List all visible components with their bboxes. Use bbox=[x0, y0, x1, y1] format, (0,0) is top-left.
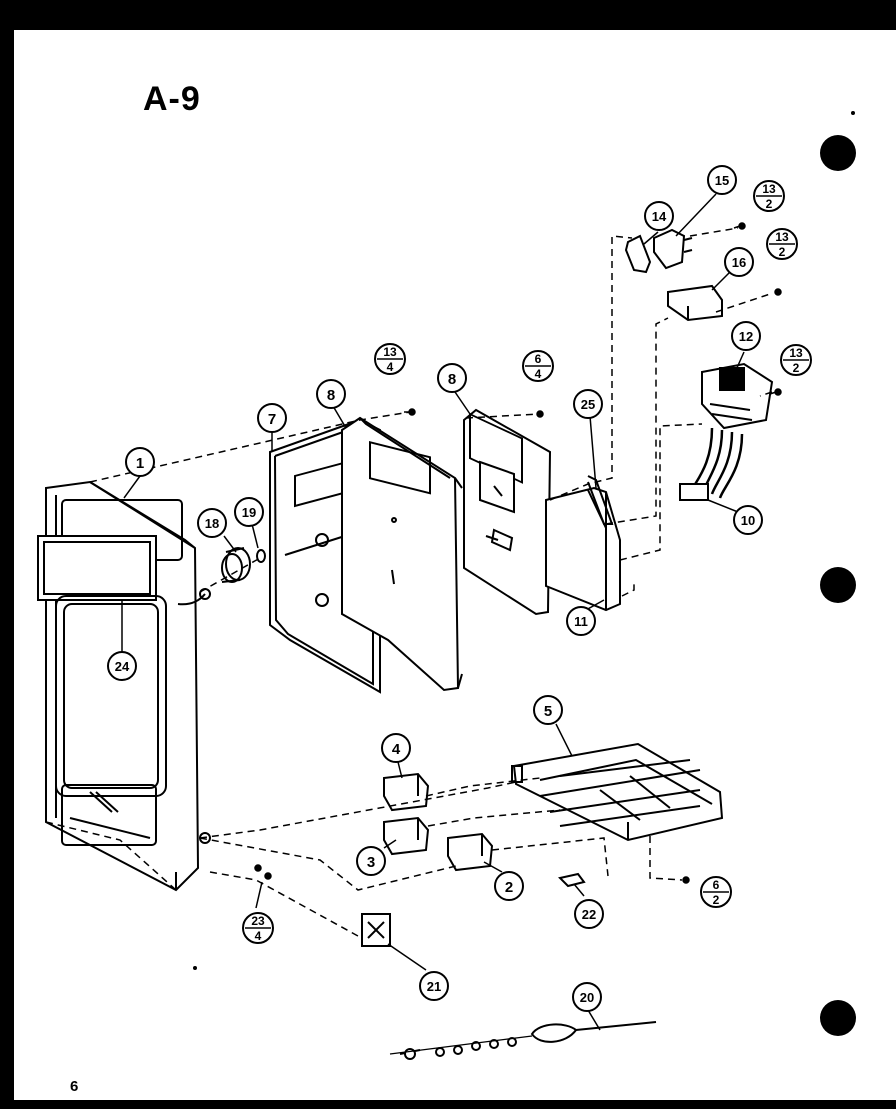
callout-12: 12 bbox=[731, 321, 761, 351]
callout-20: 20 bbox=[572, 982, 602, 1012]
callout-1: 1 bbox=[125, 447, 155, 477]
svg-text:12: 12 bbox=[739, 329, 753, 344]
svg-text:8: 8 bbox=[327, 387, 335, 404]
part-relay bbox=[667, 284, 723, 322]
part-switch-bracket bbox=[545, 486, 621, 612]
callout-3: 3 bbox=[356, 846, 386, 876]
fraction-callout-13-2-c: 13 2 bbox=[780, 344, 812, 376]
part-latch bbox=[587, 475, 614, 525]
part-micro-switch bbox=[653, 228, 693, 270]
svg-text:3: 3 bbox=[367, 854, 375, 871]
fraction-callout-6-4: 6 4 bbox=[522, 350, 554, 382]
callouts: 1 2 3 4 5 7 8 8 10 11 12 14 15 16 18 19 … bbox=[107, 165, 763, 1012]
svg-text:4: 4 bbox=[535, 367, 542, 381]
callout-2: 2 bbox=[494, 871, 524, 901]
svg-text:7: 7 bbox=[268, 411, 276, 428]
callout-8-bracket: 8 bbox=[316, 379, 346, 409]
part-switch-cover bbox=[624, 234, 652, 274]
svg-text:14: 14 bbox=[652, 209, 667, 224]
svg-text:19: 19 bbox=[242, 505, 256, 520]
part-clip bbox=[558, 872, 586, 888]
fraction-callout-13-2-a: 13 2 bbox=[753, 180, 785, 212]
svg-text:18: 18 bbox=[205, 516, 219, 531]
svg-text:6: 6 bbox=[713, 878, 720, 892]
callout-24: 24 bbox=[107, 651, 137, 681]
svg-text:1: 1 bbox=[136, 455, 144, 472]
svg-text:5: 5 bbox=[544, 703, 552, 720]
binder-hole-bottom bbox=[820, 1000, 856, 1036]
callout-18: 18 bbox=[197, 508, 227, 538]
speck-mark bbox=[851, 111, 855, 115]
part-knob bbox=[221, 547, 251, 583]
callout-21: 21 bbox=[419, 971, 449, 1001]
callout-11: 11 bbox=[566, 606, 596, 636]
svg-text:4: 4 bbox=[392, 741, 401, 758]
svg-text:4: 4 bbox=[255, 929, 262, 943]
callout-5: 5 bbox=[533, 695, 563, 725]
fraction-callout-13-4: 13 4 bbox=[374, 343, 406, 375]
fraction-callout-6-2: 6 2 bbox=[700, 876, 732, 908]
fraction-callout-23-4: 23 4 bbox=[242, 912, 274, 944]
svg-text:20: 20 bbox=[580, 990, 594, 1005]
callout-10: 10 bbox=[733, 505, 763, 535]
callout-8-board: 8 bbox=[437, 363, 467, 393]
svg-text:21: 21 bbox=[427, 979, 441, 994]
top-scan-edge bbox=[0, 0, 896, 30]
part-tool bbox=[389, 1021, 657, 1060]
svg-text:10: 10 bbox=[741, 513, 755, 528]
leader-lines bbox=[123, 193, 745, 1031]
svg-text:6: 6 bbox=[535, 352, 542, 366]
svg-text:16: 16 bbox=[732, 255, 746, 270]
left-scan-edge bbox=[0, 0, 14, 1109]
callout-19: 19 bbox=[234, 497, 264, 527]
part-pushbutton-2 bbox=[447, 832, 494, 872]
binder-hole-top bbox=[820, 135, 856, 171]
svg-text:15: 15 bbox=[715, 173, 729, 188]
bottom-scan-edge bbox=[0, 1100, 896, 1109]
svg-text:2: 2 bbox=[779, 245, 786, 259]
part-washer bbox=[256, 549, 266, 563]
svg-text:22: 22 bbox=[582, 907, 596, 922]
callout-22: 22 bbox=[574, 899, 604, 929]
svg-text:13: 13 bbox=[762, 182, 776, 196]
alignment-lines bbox=[45, 227, 773, 937]
callout-14: 14 bbox=[644, 201, 674, 231]
svg-text:13: 13 bbox=[789, 346, 803, 360]
svg-text:13: 13 bbox=[383, 345, 397, 359]
callout-7: 7 bbox=[257, 403, 287, 433]
diagram-title: A-9 bbox=[143, 80, 201, 118]
part-front-panel bbox=[37, 480, 211, 892]
svg-text:4: 4 bbox=[387, 360, 394, 374]
page-number: 6 bbox=[70, 1078, 79, 1095]
part-pushbutton-3 bbox=[383, 816, 430, 856]
callout-25: 25 bbox=[573, 389, 603, 419]
binder-hole-middle bbox=[820, 567, 856, 603]
svg-text:24: 24 bbox=[115, 659, 130, 674]
svg-text:8: 8 bbox=[448, 371, 456, 388]
speck-mark bbox=[193, 966, 197, 970]
svg-text:23: 23 bbox=[251, 914, 265, 928]
part-pushbutton-4 bbox=[383, 772, 430, 812]
part-transformer bbox=[701, 362, 774, 430]
callout-15: 15 bbox=[707, 165, 737, 195]
svg-text:2: 2 bbox=[766, 197, 773, 211]
svg-text:13: 13 bbox=[775, 230, 789, 244]
svg-text:11: 11 bbox=[574, 614, 588, 629]
fraction-callouts: 13 2 13 2 13 2 13 4 bbox=[242, 180, 812, 944]
svg-text:2: 2 bbox=[793, 361, 800, 375]
svg-text:25: 25 bbox=[581, 397, 595, 412]
callout-4: 4 bbox=[381, 733, 411, 763]
part-label-plate bbox=[361, 913, 391, 947]
part-control-board bbox=[463, 408, 552, 616]
part-wire-harness bbox=[679, 427, 744, 501]
fraction-callout-13-2-b: 13 2 bbox=[766, 228, 798, 260]
svg-text:2: 2 bbox=[713, 893, 720, 907]
callout-16: 16 bbox=[724, 247, 754, 277]
part-terminal-block bbox=[511, 742, 724, 842]
svg-text:2: 2 bbox=[505, 879, 513, 896]
